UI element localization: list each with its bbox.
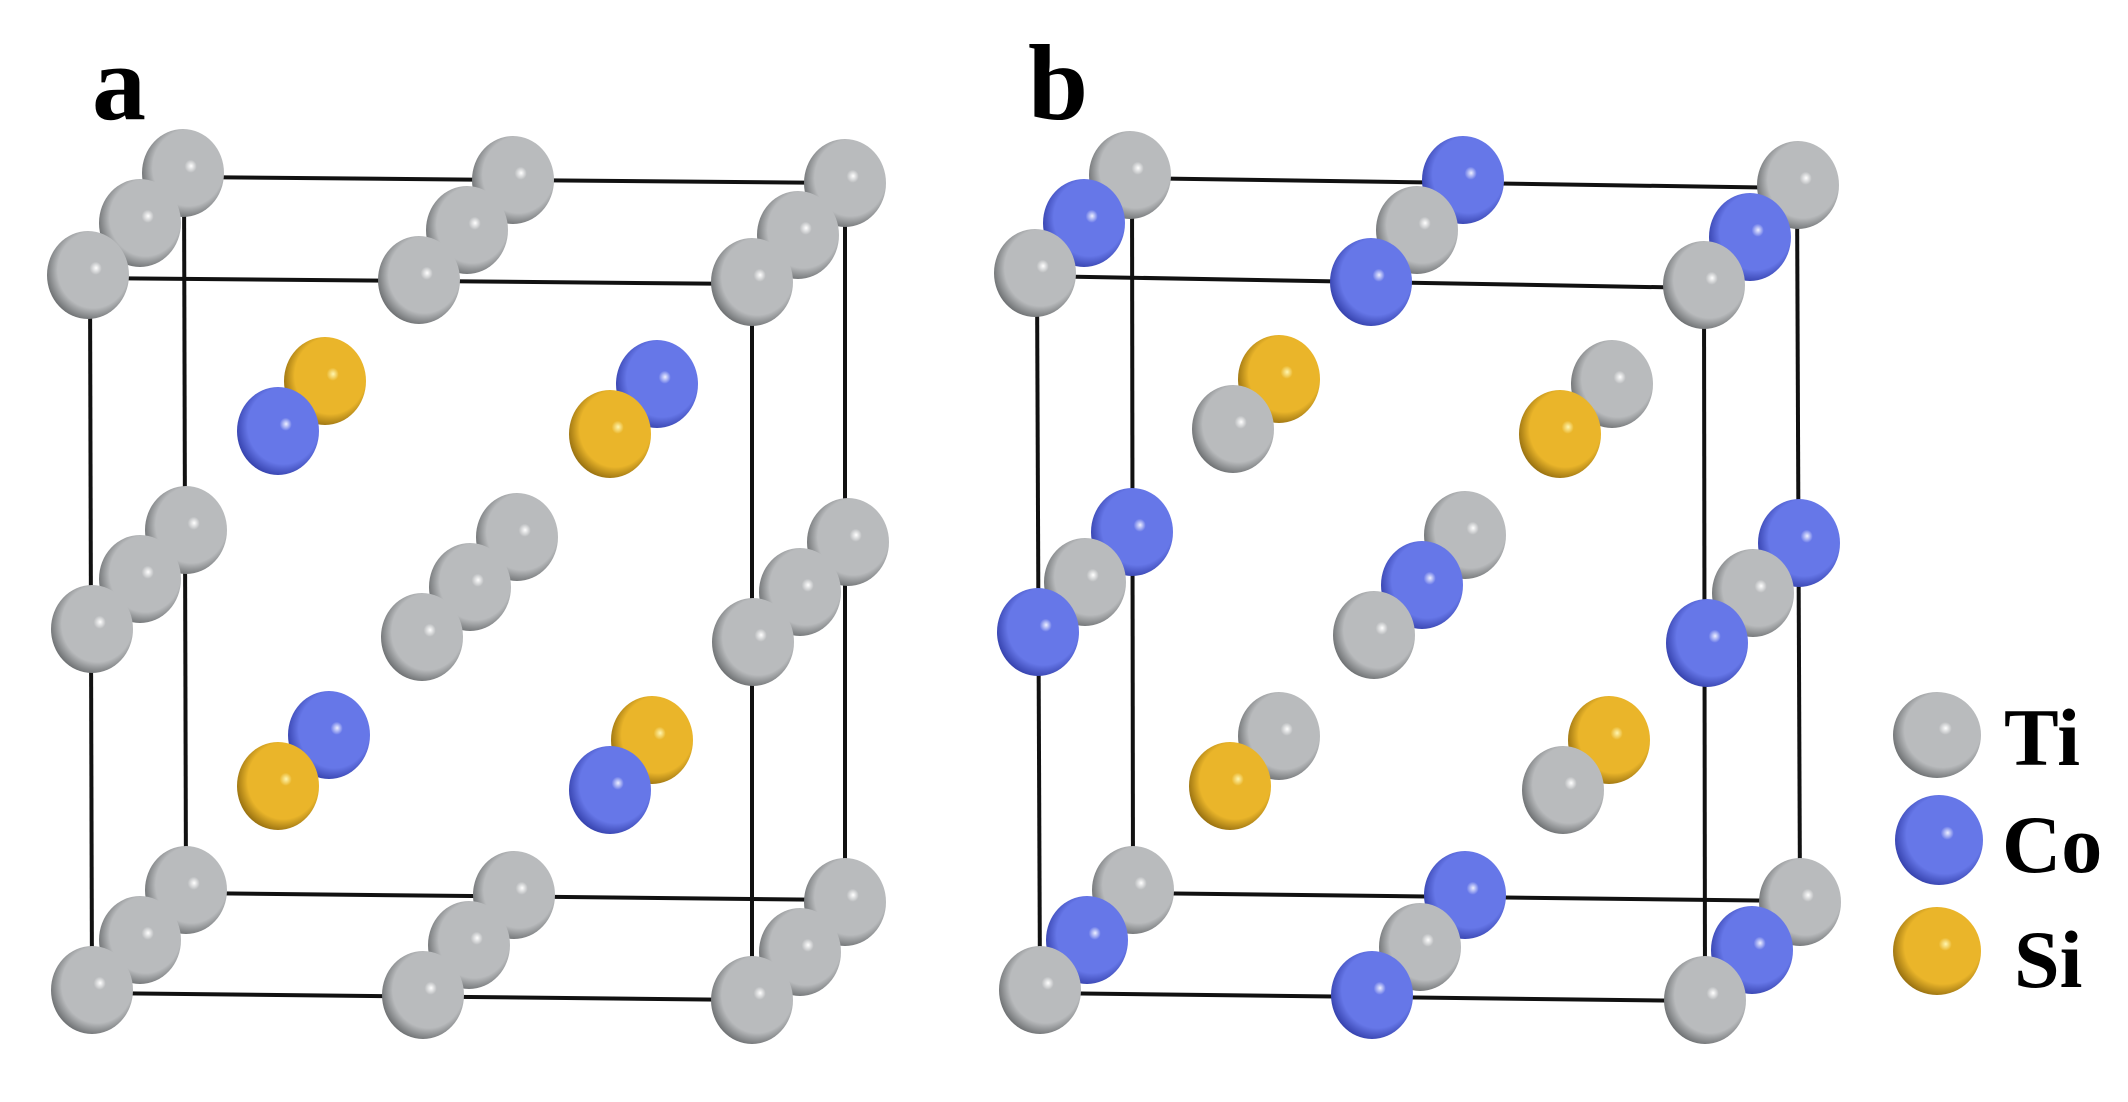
legend-label-co: Co [2002,799,2103,890]
atom-ti [999,946,1081,1034]
atom-ti [1664,956,1746,1044]
atom-co [237,387,319,475]
atom-ti [1192,385,1274,473]
legend-swatches [1893,692,1983,995]
atom-co [1330,238,1412,326]
panel-label-b: b [1028,24,1089,143]
panel-b-atoms [994,131,1841,1044]
atom-ti [382,951,464,1039]
atom-co [1666,599,1748,687]
atom-co [1331,951,1413,1039]
atom-si [569,390,651,478]
atom-co [997,588,1079,676]
atom-ti [711,238,793,326]
atom-ti [1333,591,1415,679]
panel-a-unit-cell [47,129,889,1044]
legend-label-ti: Ti [2004,692,2080,783]
atom-ti [1522,746,1604,834]
atom-ti [711,956,793,1044]
atom-ti [51,585,133,673]
atom-si [1519,390,1601,478]
atom-ti [99,179,181,267]
panel-a-atoms [47,129,889,1044]
atom-si [237,742,319,830]
legend-label-si: Si [2014,914,2083,1005]
atom-si [1189,742,1271,830]
atom-ti [47,231,129,319]
panel-label-a: a [92,24,146,143]
atom-co [569,746,651,834]
legend-sphere-si-icon [1893,907,1981,995]
atom-ti [51,946,133,1034]
atom-ti [381,593,463,681]
atom-ti [378,236,460,324]
panel-b-unit-cell [994,131,1841,1044]
atom-ti [994,229,1076,317]
atom-ti [1663,241,1745,329]
legend-sphere-ti-icon [1893,692,1981,778]
legend-sphere-co-icon [1895,795,1983,885]
atom-ti [712,598,794,686]
